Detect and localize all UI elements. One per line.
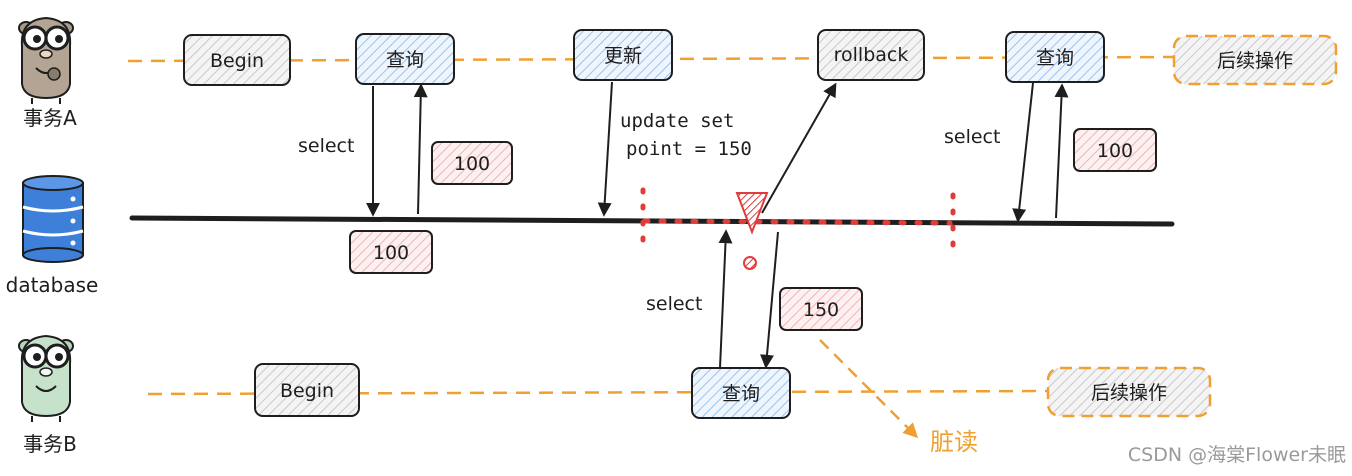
transaction-b-label: 事务B: [23, 432, 77, 456]
svg-text:100: 100: [1097, 140, 1133, 162]
subsequent-box-b: 后续操作: [1046, 366, 1212, 418]
watermark: CSDN @海棠Flower未眠: [1128, 444, 1346, 466]
select-label-b: select: [646, 293, 702, 315]
value-box-db: 100: [349, 230, 433, 274]
begin-box-b: Begin: [254, 363, 360, 417]
svg-text:后续操作: 后续操作: [1091, 382, 1167, 404]
update-box: 更新: [573, 29, 673, 81]
svg-text:Begin: Begin: [280, 380, 334, 402]
query-box-b: 查询: [691, 367, 791, 419]
update-label-line1: update set: [620, 110, 734, 132]
select-label-a1: select: [298, 135, 354, 157]
transaction-a-label: 事务A: [23, 106, 77, 130]
return-arrow-a2: [1054, 83, 1069, 219]
value-box-a1: 100: [431, 141, 513, 185]
svg-text:rollback: rollback: [834, 44, 909, 66]
select-arrow-a2: [1012, 82, 1034, 223]
database-timeline: [129, 215, 1175, 227]
database-icon: [22, 175, 84, 263]
update-arrow: [597, 81, 613, 217]
return-arrow-a1: [413, 83, 428, 215]
gopher-a-icon: [18, 16, 74, 104]
svg-text:查询: 查询: [722, 383, 760, 405]
svg-text:查询: 查询: [1036, 47, 1074, 69]
timeline-a: [127, 55, 1176, 63]
rollback-arrow: [761, 82, 837, 214]
query-box-a1: 查询: [355, 33, 455, 85]
svg-text:查询: 查询: [386, 49, 424, 71]
select-arrow-b: [718, 229, 733, 369]
query-box-a2: 查询: [1005, 31, 1105, 83]
svg-text:后续操作: 后续操作: [1217, 50, 1293, 72]
dirty-read-arrow: [819, 339, 919, 439]
return-arrow-b: [760, 231, 779, 369]
value-box-a2: 100: [1073, 128, 1157, 172]
svg-text:Begin: Begin: [210, 50, 264, 72]
svg-text:100: 100: [373, 242, 409, 264]
database-label: database: [6, 273, 99, 297]
dirty-point-dot: [743, 256, 757, 270]
update-label-line2: point = 150: [626, 138, 752, 160]
dirty-data-window: [640, 187, 956, 258]
begin-box-a: Begin: [183, 34, 291, 86]
svg-text:150: 150: [803, 299, 839, 321]
svg-text:100: 100: [454, 153, 490, 175]
svg-text:更新: 更新: [604, 45, 642, 67]
value-box-b: 150: [779, 287, 863, 331]
gopher-b-icon: [18, 334, 74, 422]
rollback-box: rollback: [817, 29, 925, 81]
select-label-a2: select: [944, 126, 1000, 148]
subsequent-box-a: 后续操作: [1172, 34, 1338, 86]
dirty-point-marker: [735, 192, 769, 235]
dirty-read-label: 脏读: [930, 428, 978, 456]
